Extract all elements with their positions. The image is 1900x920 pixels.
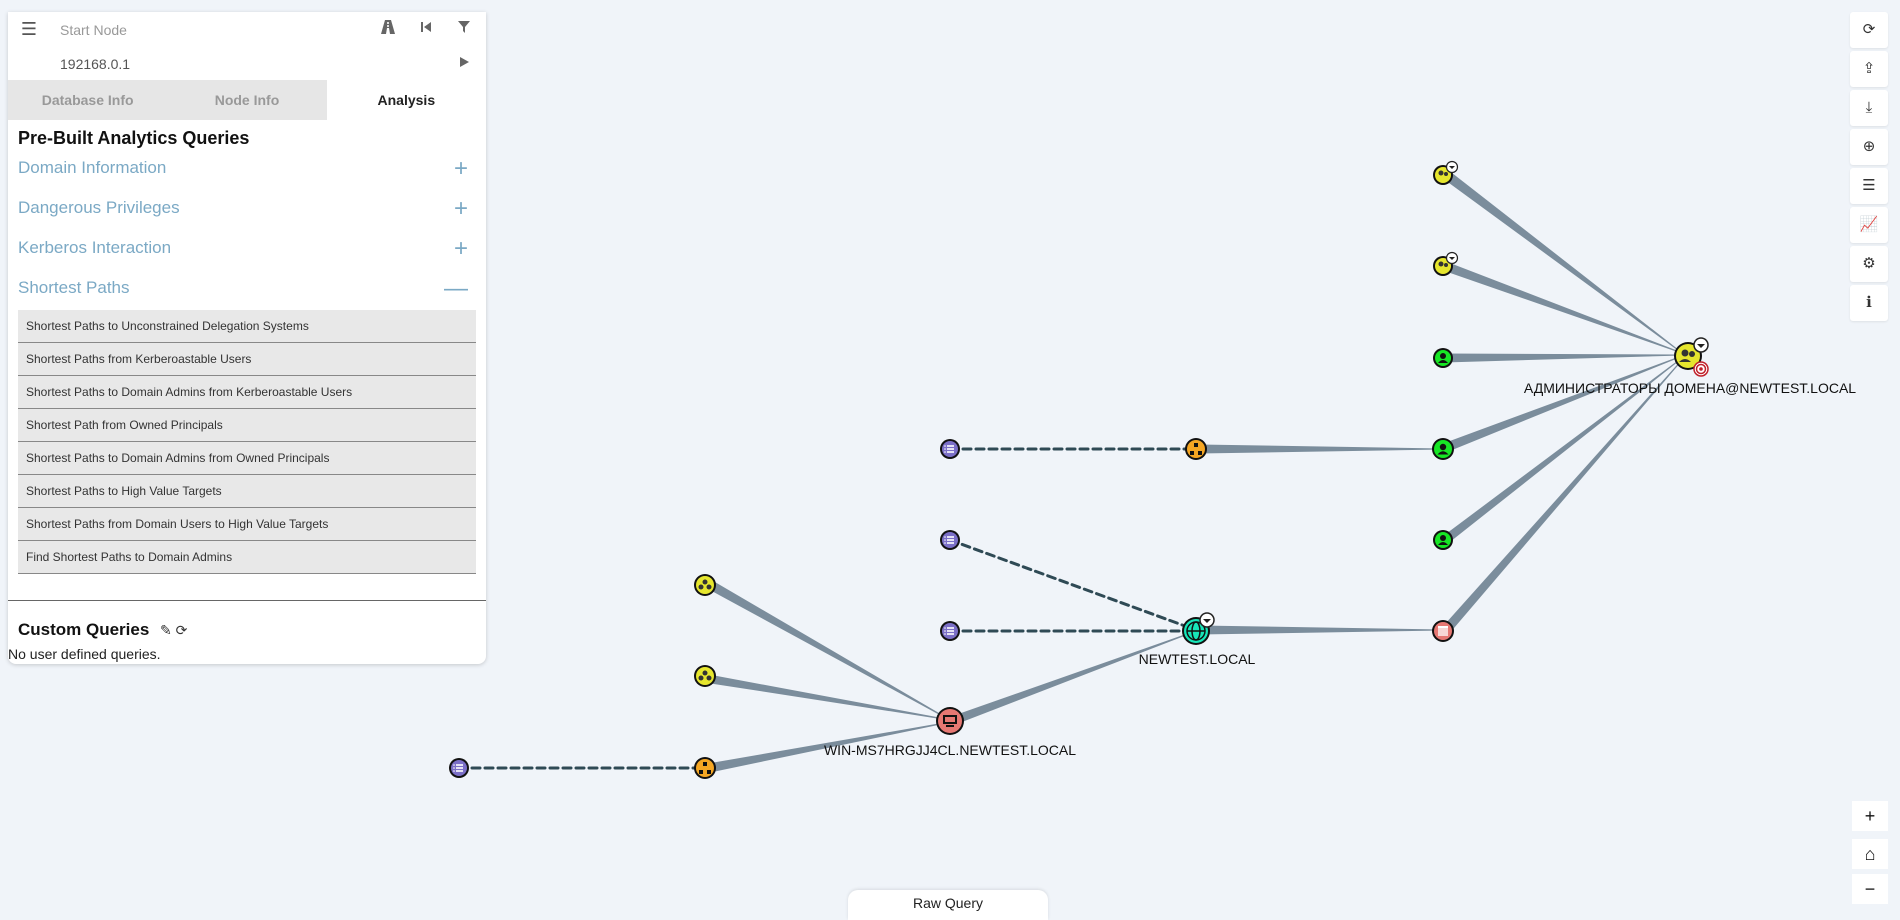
group-node[interactable] [1433, 160, 1459, 186]
graph-edges [457, 171, 1683, 773]
domain-node[interactable] [1182, 612, 1215, 645]
raw-query-bar[interactable]: Raw Query [848, 890, 1048, 920]
target-node-row [8, 46, 486, 80]
user-node[interactable] [1432, 438, 1454, 460]
start-node-input[interactable] [58, 18, 372, 42]
computer-node[interactable] [936, 707, 964, 735]
zoom-reset-button[interactable]: ⌂ [1852, 839, 1888, 869]
stats-button[interactable]: 📈 [1850, 207, 1888, 243]
settings-icon: ⚙ [1862, 255, 1876, 272]
section-label: Shortest Paths [18, 278, 130, 297]
target-node-input[interactable] [58, 52, 372, 76]
query-item[interactable]: Shortest Paths to Unconstrained Delegati… [18, 310, 476, 343]
group-node[interactable] [694, 665, 716, 687]
upload-circle-icon: ⊕ [1862, 138, 1876, 155]
change-layout-button[interactable]: ☰ [1850, 168, 1888, 204]
tab-database-info[interactable]: Database Info [8, 80, 168, 120]
domain-admins-node[interactable] [1674, 337, 1709, 377]
custom-queries-title: Custom Queries [18, 620, 150, 639]
section-domain-information[interactable]: Domain Information + [18, 154, 474, 184]
query-item[interactable]: Shortest Paths to Domain Admins from Own… [18, 442, 476, 475]
shortest-paths-query-list: Shortest Paths to Unconstrained Delegati… [18, 310, 476, 574]
node-label-computer: WIN-MS7HRGJJ4CL.NEWTEST.LOCAL [824, 742, 1076, 758]
user-node[interactable] [1433, 348, 1453, 368]
checklist-icon: ☰ [1862, 177, 1876, 194]
edge [1442, 261, 1683, 354]
gpo-node[interactable] [1432, 620, 1454, 642]
graph-nodes [449, 160, 1709, 779]
section-kerberos-interaction[interactable]: Kerberos Interaction + [18, 234, 474, 264]
zoom-out-button[interactable]: − [1852, 874, 1888, 904]
filter-icon[interactable] [454, 19, 474, 39]
panel-tabs: Database Info Node Info Analysis [8, 80, 486, 120]
upload-data-button[interactable]: ⊕ [1850, 129, 1888, 165]
user-node[interactable] [1433, 530, 1453, 550]
ou-node[interactable] [694, 757, 716, 779]
graph-labels: АДМИНИСТРАТОРЫ ДОМЕНА@NEWTEST.LOCAL NEWT… [824, 380, 1856, 758]
back-icon[interactable] [416, 19, 436, 39]
section-label: Dangerous Privileges [18, 198, 180, 217]
gplink-node[interactable] [940, 621, 960, 641]
group-node[interactable] [1433, 251, 1459, 277]
edit-icon[interactable]: ✎ [160, 622, 172, 638]
gplink-node[interactable] [940, 530, 960, 550]
settings-button[interactable]: ⚙ [1850, 246, 1888, 282]
minus-icon: − [1864, 879, 1876, 899]
edge [1199, 444, 1444, 454]
edge [1442, 355, 1683, 453]
divider [8, 600, 486, 601]
upload-icon: ⇪ [1862, 60, 1876, 77]
query-item[interactable]: Shortest Paths to Domain Admins from Ker… [18, 376, 476, 409]
section-label: Kerberos Interaction [18, 238, 172, 257]
refresh-icon[interactable]: ⟳ [175, 622, 188, 638]
custom-queries-empty: No user defined queries. [8, 646, 161, 662]
node-label-domain-admins: АДМИНИСТРАТОРЫ ДОМЕНА@NEWTEST.LOCAL [1524, 380, 1856, 396]
gplink-node[interactable] [449, 758, 469, 778]
expand-icon[interactable]: + [453, 235, 468, 262]
about-button[interactable]: ℹ [1850, 285, 1888, 321]
home-icon: ⌂ [1864, 844, 1876, 864]
node-label-domain: NEWTEST.LOCAL [1139, 651, 1256, 667]
query-item[interactable]: Shortest Path from Owned Principals [18, 409, 476, 442]
expand-icon[interactable]: + [453, 155, 468, 182]
section-dangerous-privileges[interactable]: Dangerous Privileges + [18, 194, 474, 224]
query-item[interactable]: Shortest Paths from Kerberoastable Users [18, 343, 476, 376]
edge [1444, 353, 1683, 363]
section-shortest-paths[interactable]: Shortest Paths — [18, 274, 474, 304]
tab-analysis[interactable]: Analysis [326, 80, 486, 120]
edge-dashed [948, 538, 1198, 632]
group-node[interactable] [694, 574, 716, 596]
prebuilt-queries-title: Pre-Built Analytics Queries [18, 128, 250, 148]
query-item[interactable]: Shortest Paths to High Value Targets [18, 475, 476, 508]
query-item[interactable]: Shortest Paths from Domain Users to High… [18, 508, 476, 541]
search-panel: ☰ Database Info Node Info Analysis Pre-B… [8, 12, 486, 664]
refresh-button[interactable]: ⟳ [1850, 12, 1888, 48]
edge [708, 674, 951, 721]
start-node-row: ☰ [8, 12, 486, 46]
refresh-icon: ⟳ [1862, 21, 1876, 38]
query-item[interactable]: Find Shortest Paths to Domain Admins [18, 541, 476, 574]
gplink-node[interactable] [940, 439, 960, 459]
section-label: Domain Information [18, 158, 167, 177]
menu-icon[interactable]: ☰ [20, 19, 38, 39]
custom-queries-actions: ✎ ⟳ [160, 622, 187, 639]
info-icon: ℹ [1866, 294, 1872, 311]
edge [1199, 625, 1444, 635]
tab-node-info[interactable]: Node Info [167, 80, 327, 120]
export-graph-button[interactable]: ⇪ [1850, 51, 1888, 87]
import-graph-button[interactable]: ⤓ [1850, 90, 1888, 126]
ou-node[interactable] [1185, 438, 1207, 460]
plus-icon: + [1864, 806, 1876, 826]
expand-icon[interactable]: + [453, 195, 468, 222]
edge [1442, 171, 1683, 354]
download-icon: ⤓ [1865, 99, 1873, 116]
play-icon[interactable] [454, 53, 474, 73]
zoom-in-button[interactable]: + [1852, 801, 1888, 831]
collapse-icon[interactable]: — [444, 275, 468, 302]
chart-icon: 📈 [1859, 216, 1879, 233]
edge [953, 630, 1197, 724]
path-finding-icon[interactable] [378, 19, 398, 39]
